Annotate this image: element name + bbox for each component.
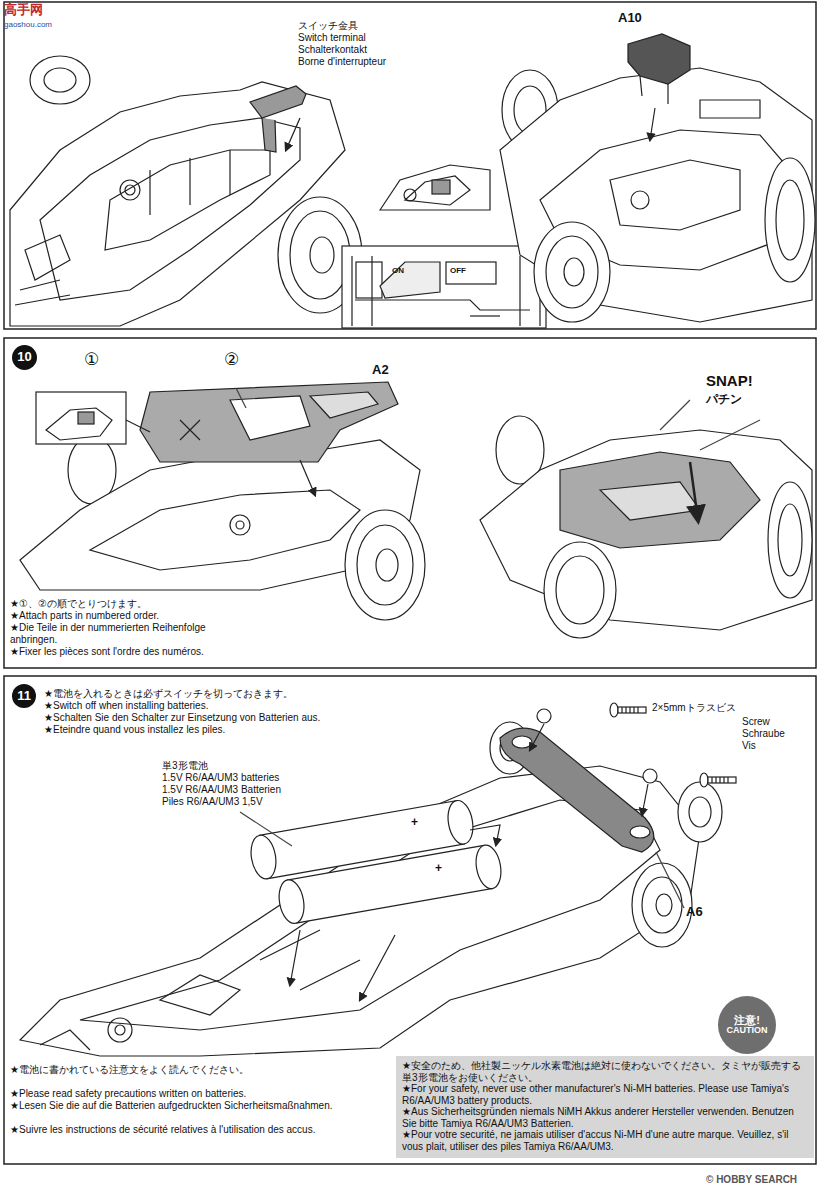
part-name: Piles R6/AA/UM3 1,5V — [162, 796, 263, 808]
part-code: A2 — [372, 362, 389, 378]
caution-text: ★安全のため、他社製ニッケル水素電池は絶対に使わないでください。タミヤが販売する… — [402, 1060, 808, 1083]
badge-text: CAUTION — [727, 1026, 768, 1036]
watermark-logo: 高手网 — [4, 2, 43, 18]
instruction-note: ★Eteindre quand vous installez les piles… — [44, 724, 225, 736]
part-name: Schraube — [742, 728, 785, 740]
switch-mark: ON — [392, 266, 404, 276]
instruction-note: ★Switch off when installing batteries. — [44, 700, 208, 712]
watermark-logo: © HOBBY SEARCH — [706, 1174, 797, 1186]
instruction-note: ★Die Teile in der nummerierten Reihenfol… — [10, 622, 230, 646]
order-number: ② — [224, 350, 239, 370]
watermark-url: gaoshou.com — [4, 20, 52, 30]
part-name: Screw — [742, 716, 770, 728]
badge-text: 注意! — [734, 1014, 760, 1026]
part-code: A6 — [686, 904, 703, 920]
instruction-note: ★①、②の順でとりつけます。 — [10, 598, 147, 610]
part-name: 1.5V R6/AA/UM3 Batterien — [162, 784, 281, 796]
part-name: Vis — [742, 740, 756, 752]
caution-note: ★Suivre les instructions de sécurité rel… — [10, 1124, 340, 1136]
step-number: 11 — [12, 684, 36, 708]
instruction-note: ★Fixer les pièces sont l'ordre des numér… — [10, 646, 204, 658]
part-name: 2×5mmトラスビス — [652, 702, 736, 714]
badge-text: 11 — [17, 689, 31, 703]
badge-text: 10 — [17, 350, 31, 364]
instruction-note: ★Attach parts in numbered order. — [10, 610, 159, 622]
caution-badge: 注意!CAUTION — [718, 996, 776, 1054]
caution-text: ★For your safety, never use other manufa… — [402, 1083, 808, 1106]
caution-box: ★安全のため、他社製ニッケル水素電池は絶対に使わないでください。タミヤが販売する… — [396, 1056, 814, 1158]
switch-mark: OFF — [450, 266, 466, 276]
part-name: スイッチ金具 — [298, 20, 358, 32]
sound-word: パチン — [706, 392, 742, 406]
part-name: 単3形電池 — [162, 760, 208, 772]
caution-text: ★Aus Sicherheitsgründen niemals NiMH Akk… — [402, 1106, 808, 1129]
polarity-mark: + — [432, 862, 445, 874]
instruction-note: ★Schalten Sie den Schalter zur Einsetzun… — [44, 712, 320, 724]
order-number: ① — [84, 350, 99, 370]
polarity-mark: + — [408, 816, 421, 828]
instruction-note: ★電池を入れるときは必ずスイッチを切っておきます。 — [44, 688, 293, 700]
sound-word: SNAP! — [706, 372, 753, 390]
caution-text: ★Pour votre securité, ne jamais utiliser… — [402, 1129, 808, 1152]
part-name: Schalterkontakt — [298, 44, 367, 56]
part-code: A10 — [618, 10, 642, 26]
caution-note: ★電池に書かれている注意文をよく読んでください。 — [10, 1064, 340, 1076]
part-name: Borne d'interrupteur — [298, 56, 386, 68]
step-number: 10 — [12, 345, 37, 370]
caution-note: ★Lesen Sie die auf die Batterien aufgedr… — [10, 1100, 340, 1112]
caution-note: ★Please read safety precautions written … — [10, 1088, 340, 1100]
part-name: 1.5V R6/AA/UM3 batteries — [162, 772, 279, 784]
part-name: Switch terminal — [298, 32, 366, 44]
